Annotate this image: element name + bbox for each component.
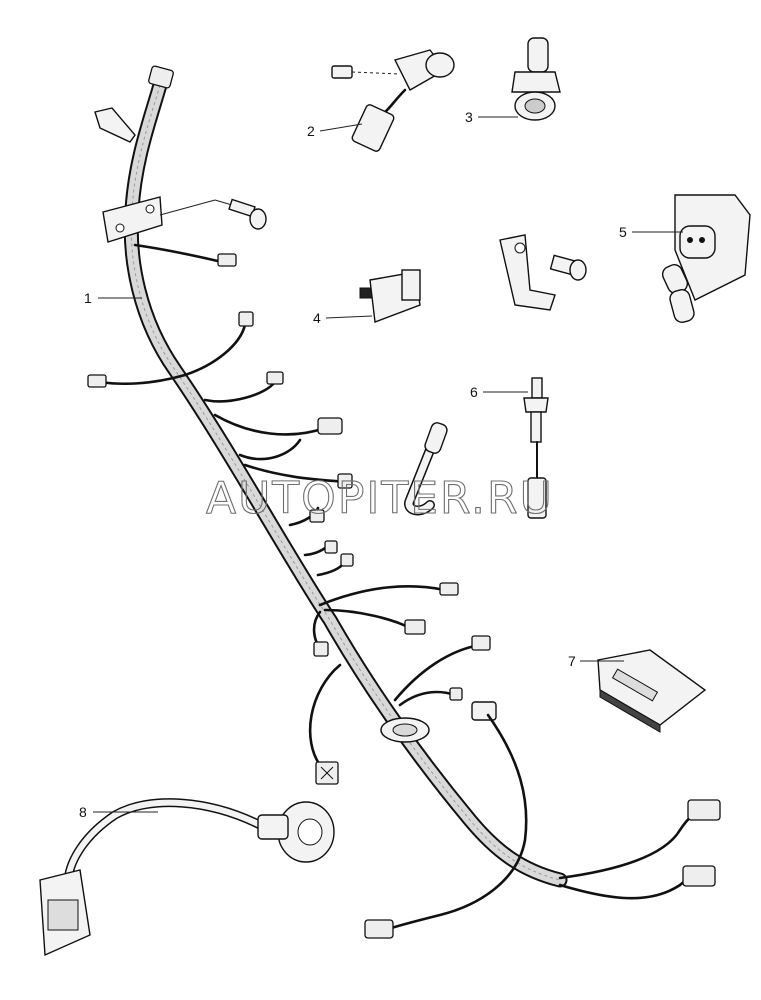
watermark-text: AUTOPITER.RU	[206, 473, 554, 524]
callouts: 1 2 3 4 5 6 7 8	[79, 109, 627, 820]
callout-3: 3	[465, 109, 473, 125]
callout-2: 2	[307, 123, 315, 139]
knock-sensor	[39, 798, 335, 957]
hose-tube	[404, 422, 448, 516]
temperature-sensor	[511, 37, 561, 121]
mounting-bracket	[499, 234, 587, 311]
callout-6: 6	[470, 384, 478, 400]
callout-5: 5	[619, 224, 627, 240]
sensor-pin	[523, 377, 549, 519]
callout-4: 4	[313, 310, 321, 326]
sensor-module	[359, 269, 421, 323]
control-unit	[597, 649, 707, 733]
callout-7: 7	[568, 653, 576, 669]
crankshaft-position-sensor	[331, 49, 455, 152]
callout-8: 8	[79, 804, 87, 820]
leader-lines	[93, 116, 683, 813]
bolt	[228, 198, 267, 230]
solenoid-valve	[661, 194, 751, 323]
callout-1: 1	[84, 290, 92, 306]
wiring-harness	[87, 65, 721, 939]
